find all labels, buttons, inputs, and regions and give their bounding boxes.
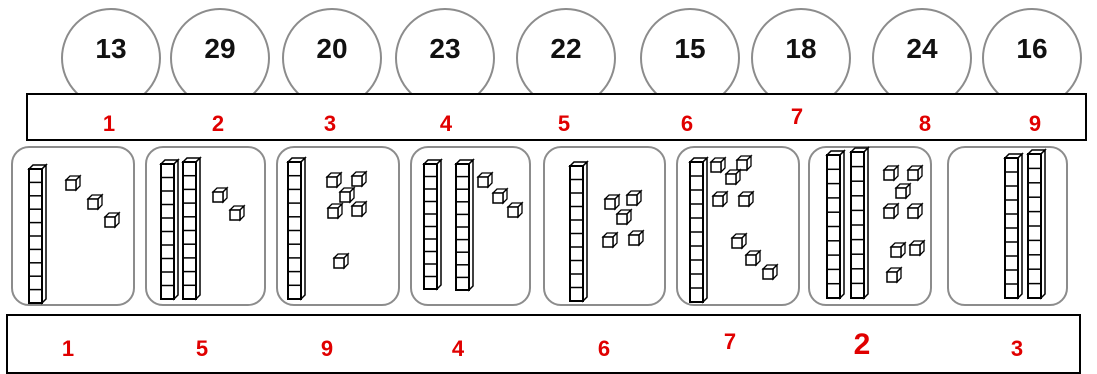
bottom-label-3: 9 — [307, 336, 347, 362]
base-ten-card-6 — [676, 146, 800, 306]
top-label-7: 7 — [777, 104, 817, 130]
bottom-label-6: 7 — [710, 329, 750, 355]
top-label-5: 5 — [544, 111, 584, 137]
top-label-4: 4 — [426, 111, 466, 137]
bottom-label-5: 6 — [584, 336, 624, 362]
base-ten-card-8 — [947, 146, 1068, 306]
top-label-2: 2 — [198, 111, 238, 137]
top-label-1: 1 — [89, 111, 129, 137]
base-ten-card-4 — [410, 146, 531, 306]
bottom-label-1: 1 — [48, 336, 88, 362]
bottom-label-2: 5 — [182, 336, 222, 362]
base-ten-card-2 — [145, 146, 266, 306]
base-ten-card-5 — [543, 146, 666, 306]
base-ten-card-1 — [11, 146, 135, 306]
base-ten-card-7 — [808, 146, 932, 306]
top-label-8: 8 — [905, 111, 945, 137]
bottom-label-strip — [6, 314, 1081, 374]
top-label-6: 6 — [667, 111, 707, 137]
bottom-label-8: 3 — [997, 336, 1037, 362]
bottom-label-4: 4 — [438, 336, 478, 362]
top-label-3: 3 — [310, 111, 350, 137]
base-ten-card-3 — [276, 146, 400, 306]
top-label-9: 9 — [1015, 111, 1055, 137]
bottom-label-7: 2 — [842, 328, 882, 362]
